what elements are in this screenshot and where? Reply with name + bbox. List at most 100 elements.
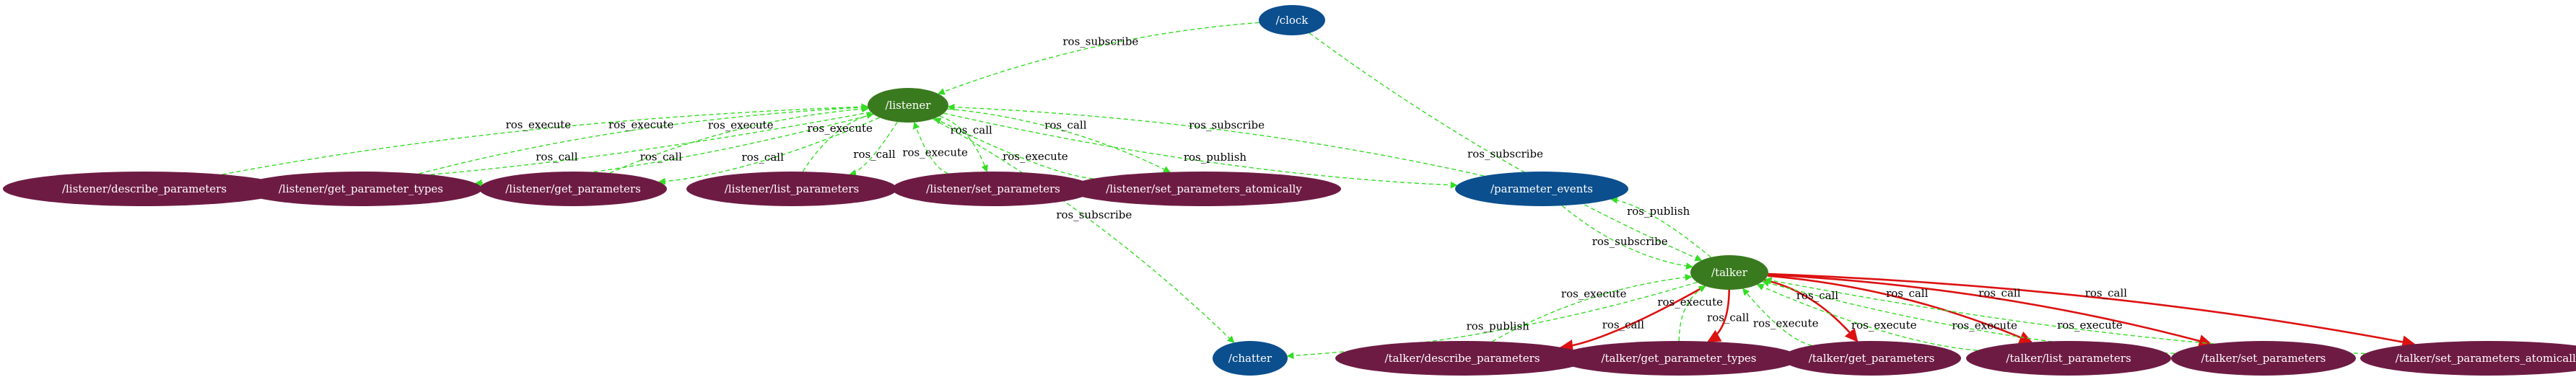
- node-label: /chatter: [1228, 352, 1272, 365]
- node-t_list[interactable]: /talker/list_parameters: [1966, 341, 2171, 376]
- node-label: /listener/get_parameters: [505, 182, 641, 195]
- edge-l_get-to-listener: [609, 105, 869, 174]
- edge-label: ros_execute: [1561, 287, 1627, 300]
- node-t_desc[interactable]: /talker/describe_parameters: [1335, 341, 1589, 376]
- edge-label: ros_execute: [1952, 319, 2017, 332]
- edge-label: ros_subscribe: [1592, 235, 1668, 248]
- edge-label: ros_publish: [1627, 205, 1690, 218]
- edge-label: ros_publish: [1467, 320, 1530, 333]
- node-l_desc[interactable]: /listener/describe_parameters: [3, 172, 286, 206]
- node-t_types[interactable]: /talker/get_parameter_types: [1558, 341, 1800, 376]
- node-ellipse[interactable]: [2171, 341, 2356, 376]
- edge-label: ros_execute: [708, 118, 774, 131]
- node-ellipse[interactable]: [240, 172, 482, 206]
- edge-listener-to-l_get: [658, 117, 880, 185]
- edge-listener-to-chatter: [933, 118, 1235, 344]
- edge-clock-to-listener: [938, 22, 1259, 95]
- node-t_atom[interactable]: /talker/set_parameters_atomically: [2360, 341, 2576, 376]
- edge-label: ros_subscribe: [1189, 118, 1265, 131]
- edge-label: ros_call: [950, 124, 992, 137]
- node-ellipse[interactable]: [1966, 341, 2171, 376]
- node-label: /talker/set_parameters_atomically: [2396, 352, 2576, 365]
- node-talker[interactable]: /talker: [1690, 255, 1768, 290]
- edge-param_events-to-talker: [1561, 205, 1693, 270]
- node-ellipse[interactable]: [479, 172, 667, 206]
- edge-label: ros_subscribe: [1062, 35, 1138, 48]
- node-ellipse[interactable]: [1558, 341, 1800, 376]
- node-t_set[interactable]: /talker/set_parameters: [2171, 341, 2356, 376]
- edge-talker-to-t_types: [1707, 289, 1731, 342]
- edge-label: ros_execute: [1851, 319, 1917, 332]
- node-label: /talker/list_parameters: [2006, 352, 2131, 365]
- node-l_atom[interactable]: /listener/set_parameters_atomically: [1067, 172, 1341, 206]
- node-label: /talker/describe_parameters: [1384, 352, 1540, 365]
- node-listener[interactable]: /listener: [868, 88, 948, 123]
- edge-label: ros_call: [742, 151, 785, 164]
- node-ellipse[interactable]: [3, 172, 286, 206]
- edge-talker-to-t_list: [1767, 275, 2033, 344]
- edge-clock-to-talker: [1309, 32, 1703, 262]
- edge-t_types-to-talker: [1678, 285, 1706, 342]
- edge-label: ros_execute: [1003, 150, 1068, 163]
- node-ellipse[interactable]: [868, 88, 948, 123]
- nodes-layer: /clock/listener/listener/describe_parame…: [3, 5, 2576, 376]
- node-ellipse[interactable]: [686, 172, 897, 206]
- edge-label: ros_execute: [608, 118, 674, 131]
- node-ellipse[interactable]: [1067, 172, 1341, 206]
- edge-l_desc-to-listener: [222, 103, 869, 175]
- node-param_events[interactable]: /parameter_events: [1455, 172, 1628, 206]
- edge-label: ros_call: [1978, 287, 2021, 300]
- node-ellipse[interactable]: [1455, 172, 1628, 206]
- edge-label: ros_execute: [1753, 317, 1819, 330]
- edge-listener-to-param_events: [943, 112, 1458, 189]
- node-ellipse[interactable]: [1782, 341, 1961, 376]
- node-label: /listener/describe_parameters: [62, 182, 227, 195]
- edge-label: ros_call: [536, 150, 578, 163]
- node-label: /listener/set_parameters_atomically: [1106, 182, 1302, 195]
- edge-label: ros_call: [2085, 286, 2128, 299]
- edge-talker-to-t_set: [1768, 273, 2212, 347]
- edge-l_list-to-listener: [802, 112, 874, 172]
- edge-label: ros_call: [1886, 287, 1929, 300]
- edge-label: ros_execute: [902, 146, 968, 159]
- node-ellipse[interactable]: [1690, 255, 1768, 290]
- edge-listener-to-l_atom: [947, 108, 1171, 173]
- node-l_get[interactable]: /listener/get_parameters: [479, 172, 667, 206]
- node-label: /talker/get_parameters: [1809, 352, 1935, 365]
- node-l_list[interactable]: /listener/list_parameters: [686, 172, 897, 206]
- edge-l_set-to-listener: [912, 121, 948, 174]
- node-chatter[interactable]: /chatter: [1213, 341, 1288, 376]
- node-ellipse[interactable]: [2360, 341, 2576, 376]
- node-ellipse[interactable]: [1335, 341, 1589, 376]
- node-label: /listener/set_parameters: [926, 182, 1060, 195]
- edge-talker-to-t_get: [1764, 279, 1859, 342]
- edge-label: ros_execute: [2057, 319, 2123, 332]
- edge-label: ros_execute: [1657, 296, 1723, 309]
- node-t_get[interactable]: /talker/get_parameters: [1782, 341, 1961, 376]
- edge-label: ros_subscribe: [1467, 147, 1543, 160]
- node-label: /clock: [1276, 14, 1309, 27]
- edge-talker-to-param_events: [1610, 196, 1711, 258]
- node-l_types[interactable]: /listener/get_parameter_types: [240, 172, 482, 206]
- node-ellipse[interactable]: [1213, 341, 1288, 376]
- edge-label: ros_execute: [807, 122, 873, 135]
- edge-listener-to-l_set: [939, 115, 988, 172]
- edge-label: ros_publish: [1184, 151, 1247, 164]
- node-l_set[interactable]: /listener/set_parameters: [892, 172, 1094, 206]
- edge-label: ros_call: [640, 151, 683, 164]
- node-clock[interactable]: /clock: [1259, 5, 1325, 35]
- edge-listener-to-l_list: [849, 121, 898, 177]
- node-label: /parameter_events: [1490, 182, 1593, 195]
- edge-label: ros_call: [1044, 118, 1087, 131]
- node-label: /talker/set_parameters: [2201, 352, 2326, 365]
- node-ellipse[interactable]: [892, 172, 1094, 206]
- edge-talker-to-chatter: [1286, 281, 1698, 360]
- edge-label: ros_execute: [506, 118, 572, 131]
- edge-param_events-to-listener: [947, 103, 1485, 177]
- node-ellipse[interactable]: [1259, 5, 1325, 35]
- edge-label: ros_subscribe: [1056, 208, 1132, 221]
- edge-l_atom-to-listener: [933, 117, 1093, 179]
- edge-label: ros_call: [1707, 311, 1750, 324]
- edges-layer: [222, 22, 2416, 360]
- edge-t_desc-to-talker: [1492, 273, 1693, 342]
